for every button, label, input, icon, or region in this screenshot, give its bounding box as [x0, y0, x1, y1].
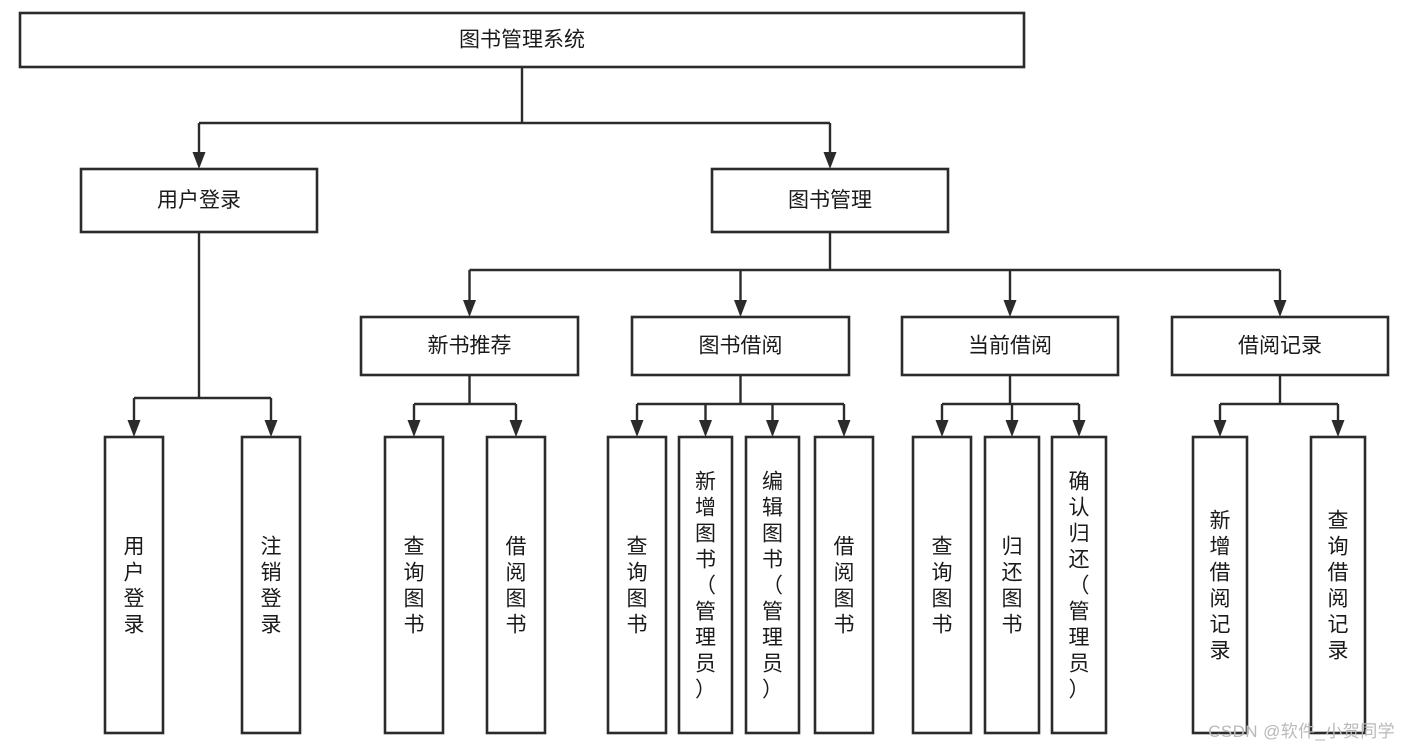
node-leaf-return-book[interactable]: 归还图书: [983, 435, 1041, 735]
node-label-leaf-edit-book-admin: 编辑图书（管理员）: [762, 470, 783, 701]
node-leaf-add-book-admin[interactable]: 新增图书（管理员）: [677, 435, 734, 735]
node-leaf-borrow-book[interactable]: 借阅图书: [813, 435, 875, 735]
node-leaf-edit-book-admin[interactable]: 编辑图书（管理员）: [744, 435, 801, 735]
node-box-leaf-confirm-return-admin[interactable]: [1050, 435, 1108, 735]
node-label-leaf-add-book-admin: 新增图书（管理员）: [695, 470, 716, 701]
node-label-book-management: 图书管理: [788, 189, 872, 212]
node-user-login[interactable]: 用户登录: [79, 167, 319, 234]
node-box-leaf-query-book-borrow[interactable]: [606, 435, 668, 735]
arrow-head-icon: [1273, 300, 1287, 317]
connector-new-book-recommend: [407, 375, 523, 437]
arrow-head-icon: [407, 420, 421, 437]
arrow-head-icon: [127, 420, 141, 437]
arrow-head-icon: [1005, 420, 1019, 437]
node-new-book-recommend[interactable]: 新书推荐: [359, 315, 580, 377]
node-label-leaf-user-login: 用户登录: [124, 535, 145, 636]
node-box-leaf-add-borrow-record[interactable]: [1191, 435, 1249, 735]
node-box-leaf-logout[interactable]: [240, 435, 302, 735]
arrow-head-icon: [1003, 300, 1017, 317]
arrow-head-icon: [823, 152, 837, 169]
node-box-leaf-return-book[interactable]: [983, 435, 1041, 735]
arrow-head-icon: [935, 420, 949, 437]
node-label-root: 图书管理系统: [459, 29, 585, 52]
arrow-head-icon: [766, 420, 779, 437]
node-box-leaf-edit-book-admin[interactable]: [744, 435, 801, 735]
arrow-head-icon: [1213, 420, 1227, 437]
node-box-user-login[interactable]: [79, 167, 319, 234]
node-box-current-borrow[interactable]: [900, 315, 1120, 377]
node-box-leaf-query-book-recommend[interactable]: [383, 435, 445, 735]
node-leaf-query-book-recommend[interactable]: 查询图书: [383, 435, 445, 735]
arrow-head-icon: [630, 420, 644, 437]
node-root[interactable]: 图书管理系统: [18, 11, 1026, 69]
node-leaf-confirm-return-admin[interactable]: 确认归还（管理员）: [1050, 435, 1108, 735]
arrow-head-icon: [509, 420, 523, 437]
node-label-leaf-confirm-return-admin: 确认归还（管理员）: [1069, 470, 1090, 701]
node-label-leaf-return-book: 归还图书: [1002, 535, 1023, 636]
node-label-book-borrow: 图书借阅: [699, 335, 783, 358]
node-label-user-login: 用户登录: [157, 189, 241, 212]
arrow-head-icon: [264, 420, 278, 437]
connector-borrow-record: [1213, 375, 1345, 437]
connector-current-borrow: [935, 375, 1086, 437]
arrow-head-icon: [837, 420, 851, 437]
node-leaf-query-book-current[interactable]: 查询图书: [911, 435, 973, 735]
node-box-book-management[interactable]: [710, 167, 950, 234]
node-label-leaf-borrow-book: 借阅图书: [834, 535, 855, 636]
node-label-leaf-query-book-recommend: 查询图书: [404, 535, 425, 636]
node-box-root[interactable]: [18, 11, 1026, 69]
connector-root: [192, 67, 837, 169]
node-leaf-query-borrow-record[interactable]: 查询借阅记录: [1309, 435, 1367, 735]
arrow-head-icon: [734, 300, 747, 317]
arrow-head-icon: [699, 420, 712, 437]
node-box-new-book-recommend[interactable]: [359, 315, 580, 377]
node-borrow-record[interactable]: 借阅记录: [1170, 315, 1390, 377]
node-current-borrow[interactable]: 当前借阅: [900, 315, 1120, 377]
node-label-leaf-borrow-book-recommend: 借阅图书: [506, 535, 527, 636]
arrow-head-icon: [463, 300, 476, 317]
node-leaf-add-borrow-record[interactable]: 新增借阅记录: [1191, 435, 1249, 735]
node-leaf-borrow-book-recommend[interactable]: 借阅图书: [485, 435, 547, 735]
connector-book-borrow: [630, 375, 851, 437]
node-box-leaf-add-book-admin[interactable]: [677, 435, 734, 735]
node-box-borrow-record[interactable]: [1170, 315, 1390, 377]
node-label-new-book-recommend: 新书推荐: [428, 335, 512, 358]
node-box-book-borrow[interactable]: [630, 315, 851, 377]
node-box-leaf-user-login[interactable]: [103, 435, 165, 735]
arrow-head-icon: [1331, 420, 1345, 437]
node-label-leaf-query-borrow-record: 查询借阅记录: [1328, 509, 1349, 662]
node-layer: 图书管理系统用户登录图书管理新书推荐图书借阅当前借阅借阅记录用户登录注销登录查询…: [18, 11, 1390, 735]
arrow-head-icon: [192, 152, 206, 169]
node-leaf-query-book-borrow[interactable]: 查询图书: [606, 435, 668, 735]
node-box-leaf-query-borrow-record[interactable]: [1309, 435, 1367, 735]
connector-layer: [127, 67, 1345, 437]
node-label-leaf-query-book-current: 查询图书: [932, 535, 953, 636]
connector-user-login: [127, 232, 278, 437]
csdn-watermark: CSDN @软件_小贺同学: [1208, 722, 1395, 741]
node-label-leaf-add-borrow-record: 新增借阅记录: [1210, 509, 1231, 662]
node-label-leaf-query-book-borrow: 查询图书: [627, 535, 648, 636]
node-book-management[interactable]: 图书管理: [710, 167, 950, 234]
connector-book-management: [463, 232, 1287, 317]
node-box-leaf-borrow-book-recommend[interactable]: [485, 435, 547, 735]
node-leaf-logout[interactable]: 注销登录: [240, 435, 302, 735]
arrow-head-icon: [1072, 420, 1086, 437]
node-leaf-user-login[interactable]: 用户登录: [103, 435, 165, 735]
node-book-borrow[interactable]: 图书借阅: [630, 315, 851, 377]
node-label-borrow-record: 借阅记录: [1238, 335, 1322, 358]
node-box-leaf-query-book-current[interactable]: [911, 435, 973, 735]
node-label-current-borrow: 当前借阅: [968, 335, 1052, 358]
node-box-leaf-borrow-book[interactable]: [813, 435, 875, 735]
node-label-leaf-logout: 注销登录: [261, 535, 282, 636]
